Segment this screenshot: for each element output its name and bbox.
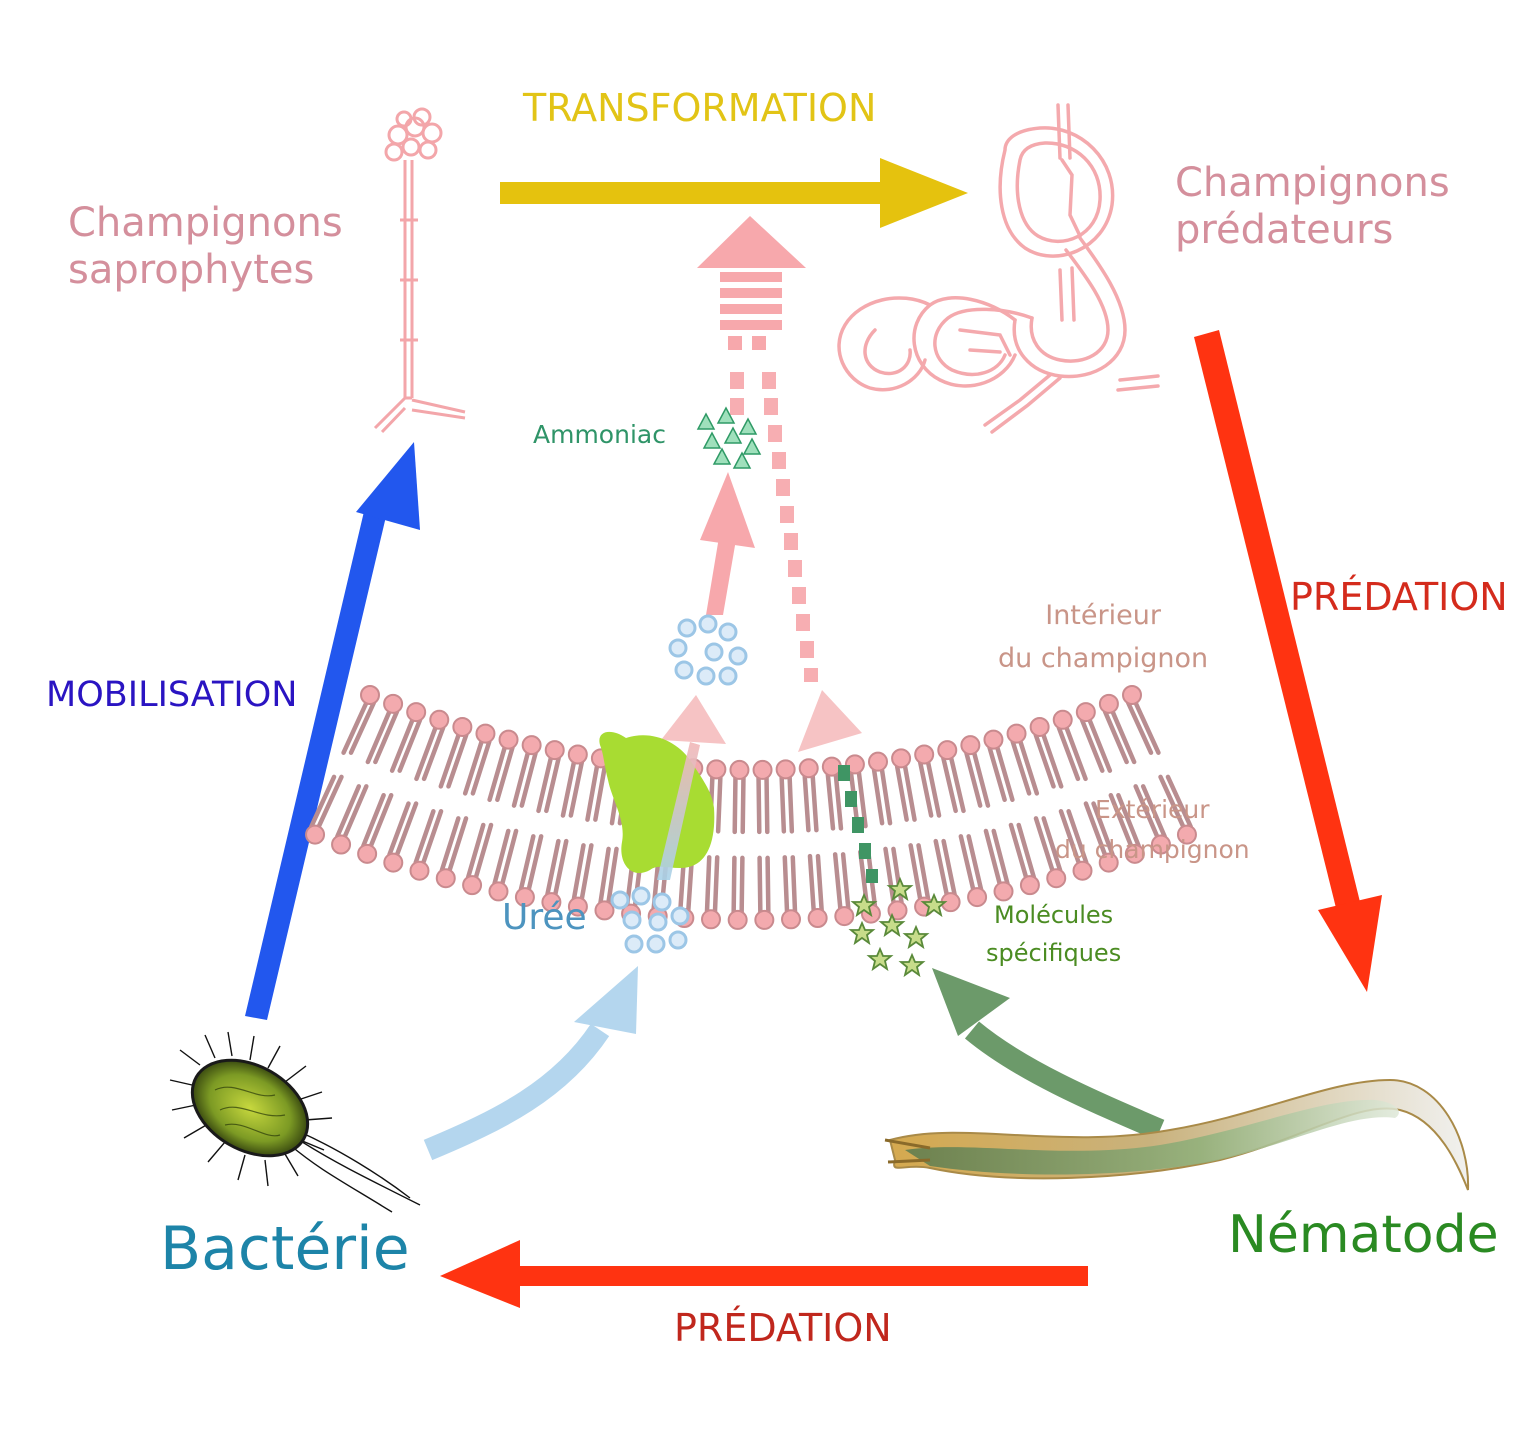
predator-label-line2: prédateurs bbox=[1175, 207, 1394, 254]
molecules-label-line2: spécifiques bbox=[986, 939, 1122, 968]
transformation-arrow bbox=[500, 158, 968, 228]
saprophyte-fungus-icon bbox=[373, 107, 466, 434]
urea-uptake-arrow bbox=[423, 966, 638, 1161]
predator-fungus-icon bbox=[837, 103, 1160, 434]
ammonia-channel-dashes bbox=[730, 372, 818, 682]
ammonia-release-arrow bbox=[697, 216, 806, 350]
interior-label-line1: Intérieur bbox=[1045, 600, 1161, 631]
predator-label-line1: Champignons bbox=[1175, 160, 1450, 206]
molecules-label-line1: Molécules bbox=[994, 901, 1114, 929]
nematode-icon bbox=[884, 1078, 1470, 1191]
membrane-entry-arrow-right bbox=[798, 690, 862, 752]
predation-arrow-right bbox=[1194, 330, 1382, 992]
saprophyte-label-line1: Champignons bbox=[68, 200, 343, 246]
saprophyte-fungi-label: Champignons saprophytes bbox=[68, 200, 343, 294]
ammonia-label: Ammoniac bbox=[533, 420, 666, 449]
specific-molecules-label: Molécules spécifiques bbox=[986, 896, 1121, 973]
urea-label: Urée bbox=[502, 897, 587, 938]
exterior-label-line1: Extérieur bbox=[1095, 795, 1210, 824]
urea-molecules-inside bbox=[668, 614, 748, 686]
interior-label-line2: du champignon bbox=[998, 643, 1209, 675]
saprophyte-label-line2: saprophytes bbox=[68, 247, 315, 294]
membrane-channel-protein-icon bbox=[599, 731, 715, 880]
mobilisation-label: MOBILISATION bbox=[46, 675, 298, 715]
predation-arrow-bottom bbox=[440, 1240, 1088, 1308]
molecule-entry-dashes bbox=[838, 765, 878, 883]
mobilisation-arrow bbox=[245, 442, 420, 1020]
transformation-label: TRANSFORMATION bbox=[523, 86, 877, 130]
membrane-entry-arrow-left bbox=[661, 695, 726, 744]
predation-label-bottom: PRÉDATION bbox=[674, 1306, 892, 1350]
interior-label: Intérieur du champignon bbox=[998, 594, 1208, 680]
exterior-label: Extérieur du champignon bbox=[1055, 790, 1250, 870]
bacterium-label: Bactérie bbox=[160, 1214, 410, 1284]
bacterium-icon bbox=[169, 1031, 421, 1213]
molecule-uptake-arrow bbox=[932, 968, 1165, 1141]
fungal-membrane bbox=[305, 685, 1197, 930]
predator-fungi-label: Champignons prédateurs bbox=[1175, 160, 1450, 254]
exterior-label-line2: du champignon bbox=[1055, 835, 1250, 864]
urea-to-ammonia-arrow bbox=[700, 472, 755, 615]
predation-label-right: PRÉDATION bbox=[1290, 575, 1508, 619]
nematode-label: Nématode bbox=[1228, 1205, 1499, 1265]
urea-molecules-outside bbox=[610, 886, 690, 954]
ammonia-molecules bbox=[697, 407, 761, 469]
